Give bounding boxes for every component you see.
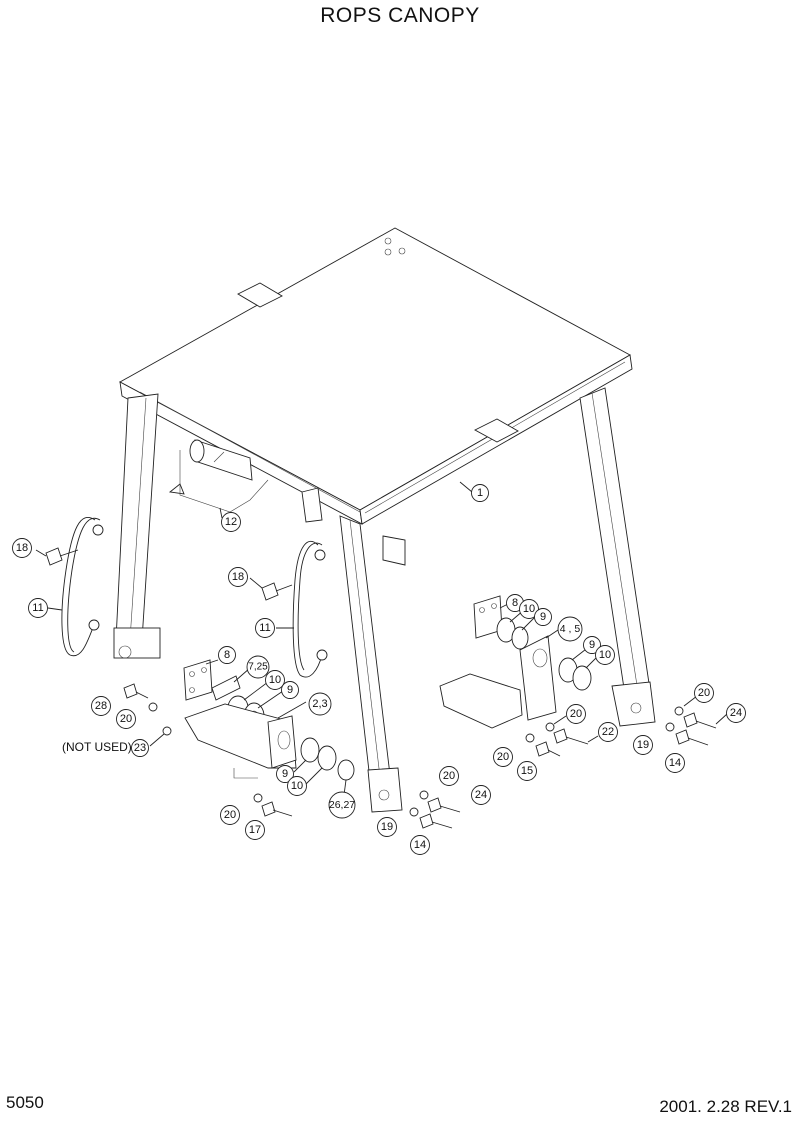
callout-8[interactable]: 8 [218,646,236,664]
svg-text:20: 20 [570,708,582,720]
svg-text:4 , 5: 4 , 5 [560,623,581,635]
callout-9[interactable]: 9 [534,608,552,626]
svg-text:9: 9 [589,639,595,651]
svg-text:2,3: 2,3 [312,698,327,710]
bolt-17 [261,801,293,817]
callout-19[interactable]: 19 [377,817,397,837]
callout-12[interactable]: 12 [221,512,241,532]
cable-harness-left [61,517,104,657]
callout-10[interactable]: 10 [519,599,539,619]
svg-text:7,25: 7,25 [248,662,268,673]
svg-text:22: 22 [602,726,614,738]
left-mount-assembly [183,659,355,781]
svg-text:23: 23 [134,742,146,754]
svg-text:1: 1 [477,487,483,499]
svg-text:18: 18 [232,571,244,583]
right-hardware [409,706,717,829]
svg-text:8: 8 [512,597,518,609]
washer-20a [148,702,158,712]
page-number: 5050 [6,1093,44,1112]
callout-11[interactable]: 11 [28,598,48,618]
nut-23 [162,726,172,736]
right-mount-assembly [439,595,592,729]
svg-text:10: 10 [523,603,535,615]
svg-text:19: 19 [637,739,649,751]
svg-text:9: 9 [287,684,293,696]
svg-text:20: 20 [443,770,455,782]
callout-20[interactable]: 20 [493,747,513,767]
svg-text:14: 14 [669,757,681,769]
callout-20[interactable]: 20 [220,805,240,825]
callout-4-5[interactable]: 4 , 5 [557,616,583,642]
callout-28[interactable]: 28 [91,696,111,716]
callout-18[interactable]: 18 [12,538,32,558]
callout-19[interactable]: 19 [633,735,653,755]
svg-text:9: 9 [282,768,288,780]
svg-text:17: 17 [249,824,261,836]
washer-20b [253,793,263,803]
callout-18[interactable]: 18 [228,567,248,587]
page-title: ROPS CANOPY [320,4,480,27]
svg-text:9: 9 [540,611,546,623]
svg-text:19: 19 [381,821,393,833]
svg-text:12: 12 [225,516,237,528]
svg-text:20: 20 [120,713,132,725]
svg-text:10: 10 [291,780,303,792]
callout-10[interactable]: 10 [595,645,615,665]
svg-text:24: 24 [730,707,742,719]
revision-date: 2001. 2.28 REV.1 [659,1097,792,1116]
callout-1[interactable]: 1 [471,484,489,502]
callout-9[interactable]: 9 [276,765,294,783]
callout-22[interactable]: 22 [598,722,618,742]
callout-20[interactable]: 20 [566,704,586,724]
svg-text:15: 15 [521,765,533,777]
callout-14[interactable]: 14 [410,835,430,855]
svg-text:14: 14 [414,839,426,851]
callout-9[interactable]: 9 [583,636,601,654]
svg-text:11: 11 [32,602,43,614]
svg-text:28: 28 [95,700,107,712]
part-12-bracket [168,439,269,519]
leader-lines [35,481,728,796]
cable-harness-middle [292,540,328,678]
callout-24[interactable]: 24 [471,785,491,805]
svg-text:10: 10 [599,649,611,661]
callout-14[interactable]: 14 [665,753,685,773]
callout-9[interactable]: 9 [281,681,299,699]
svg-text:20: 20 [698,687,710,699]
svg-text:20: 20 [497,751,509,763]
callout-20[interactable]: 20 [439,766,459,786]
svg-text:11: 11 [259,622,270,634]
callout-20[interactable]: 20 [116,709,136,729]
callout-24[interactable]: 24 [726,703,746,723]
not-used-note: (NOT USED) [62,740,132,754]
callout-2-3[interactable]: 2,3 [308,692,332,716]
svg-text:8: 8 [224,649,230,661]
callout-20[interactable]: 20 [694,683,714,703]
svg-text:26,27: 26,27 [329,799,355,811]
callout-15[interactable]: 15 [517,761,537,781]
callout-11[interactable]: 11 [255,618,275,638]
callout-26-27[interactable]: 26,27 [328,791,356,819]
canopy-legs [113,387,656,813]
callout-10[interactable]: 10 [287,776,307,796]
canopy-roof [119,227,633,525]
svg-text:18: 18 [16,542,28,554]
svg-text:20: 20 [224,809,236,821]
callout-23[interactable]: 23 [131,739,149,757]
svg-text:10: 10 [269,674,281,686]
callout-17[interactable]: 17 [245,820,265,840]
bolt-28 [123,683,149,699]
callout-7-25[interactable]: 7,25 [246,655,270,679]
callout-10[interactable]: 10 [265,670,285,690]
bolt-18 [45,547,293,601]
svg-text:24: 24 [475,789,487,801]
